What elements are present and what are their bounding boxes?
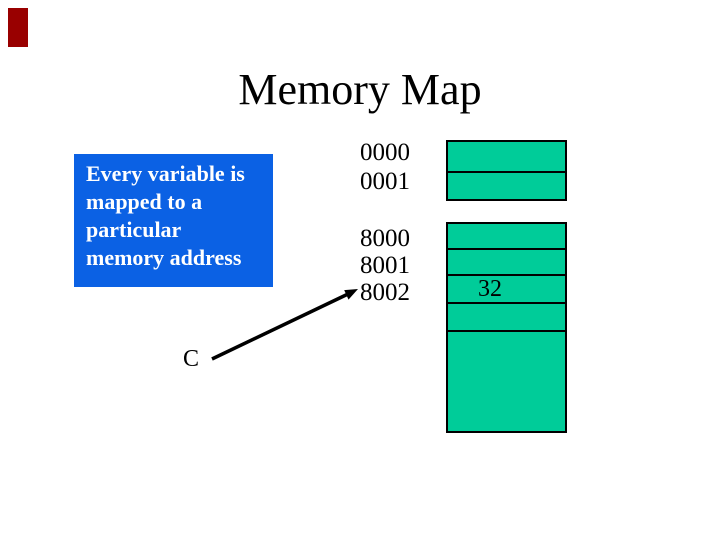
pointer-arrow <box>211 289 358 361</box>
callout-line: memory address <box>86 245 242 270</box>
memory-block-bottom: 32 <box>446 222 567 433</box>
callout-line: particular <box>86 217 182 242</box>
slide-title: Memory Map <box>238 65 482 114</box>
memory-block-top <box>446 140 567 201</box>
memory-cell <box>448 332 565 431</box>
callout-line: mapped to a <box>86 189 203 214</box>
memory-cell <box>448 304 565 332</box>
address-list-top: 0000 0001 <box>360 138 430 196</box>
stored-value: 32 <box>478 276 502 302</box>
address-label: 0000 <box>360 139 410 166</box>
memory-cell <box>448 250 565 276</box>
memory-cell-8002: 32 <box>448 276 565 304</box>
address-label: 8000 <box>360 225 410 252</box>
callout-box: Every variable is mapped to a particular… <box>74 154 273 287</box>
address-list-bottom: 8000 8001 8002 <box>360 225 430 306</box>
variable-label: C <box>183 346 200 372</box>
address-label: 0001 <box>360 168 410 195</box>
address-label: 8001 <box>360 252 410 279</box>
memory-cell <box>448 173 565 199</box>
memory-cell <box>448 142 565 173</box>
address-label: 8002 <box>360 279 410 306</box>
red-accent-bar <box>8 8 28 47</box>
memory-cell <box>448 224 565 250</box>
callout-line: Every variable is <box>86 161 245 186</box>
